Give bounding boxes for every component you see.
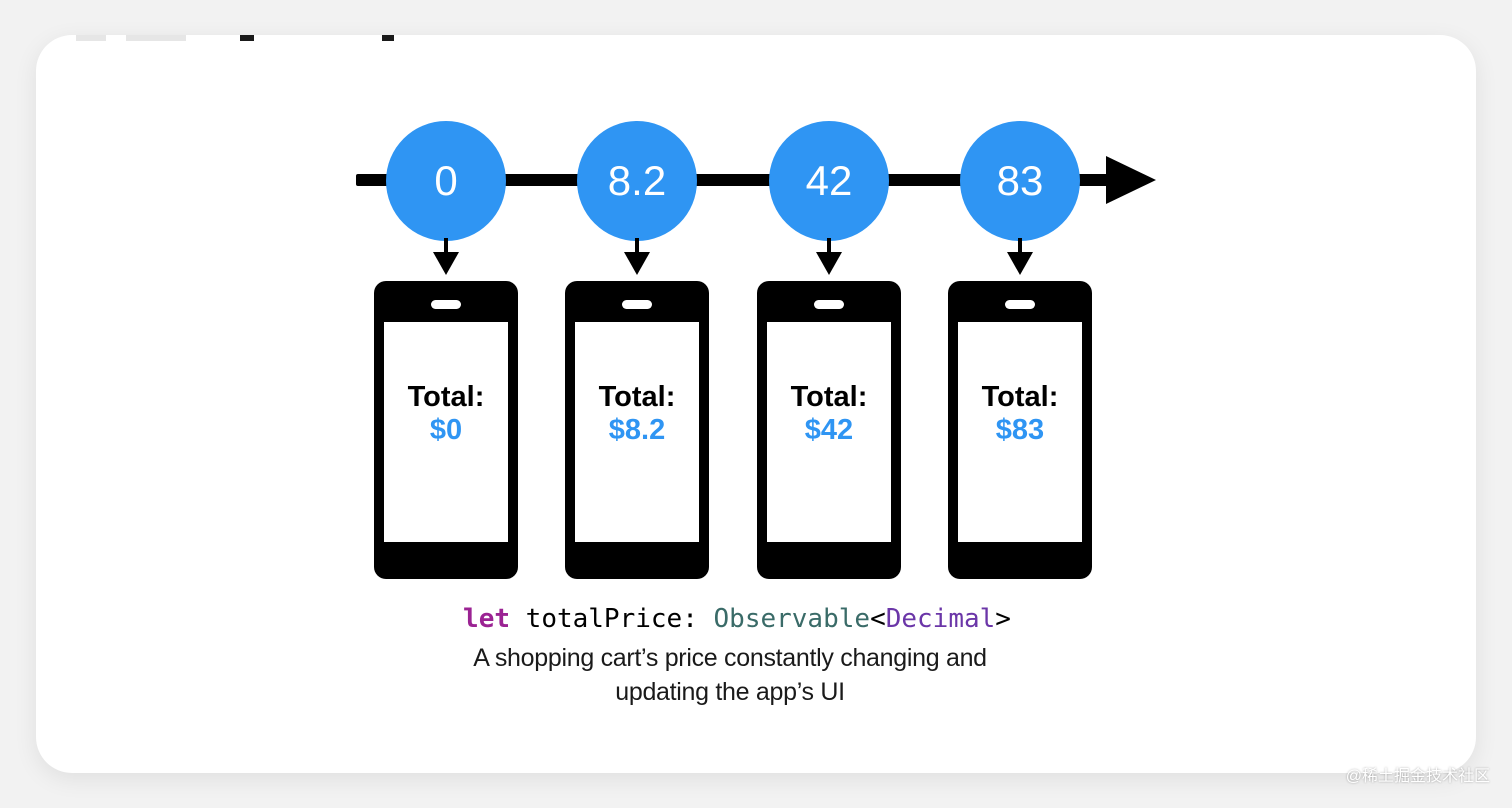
phone-speaker-icon (1005, 300, 1035, 309)
total-label: Total: (598, 381, 676, 413)
code-open-angle: < (870, 604, 886, 634)
down-arrowhead-icon (816, 252, 842, 275)
content-card (36, 35, 1476, 773)
down-arrow-icon (827, 238, 831, 258)
phone-4: Total: $83 (948, 281, 1092, 579)
code-keyword: let (463, 604, 511, 634)
caption-line-2: updating the app’s UI (615, 678, 845, 706)
total-value: $83 (995, 414, 1045, 446)
code-generic-type: Decimal (885, 604, 996, 634)
timeline-arrowhead-icon (1106, 156, 1156, 204)
down-arrowhead-icon (624, 252, 650, 275)
value-circle-label: 42 (805, 157, 853, 204)
phone-1: Total: $0 (374, 281, 518, 579)
value-circle-3: 42 (769, 121, 889, 241)
phone-speaker-icon (814, 300, 844, 309)
total-label: Total: (981, 381, 1059, 413)
value-circle-2: 8.2 (577, 121, 697, 241)
phone-speaker-icon (431, 300, 461, 309)
value-circle-label: 0 (434, 157, 458, 204)
total-label: Total: (407, 381, 485, 413)
down-arrowhead-icon (1007, 252, 1033, 275)
total-value: $42 (804, 414, 854, 446)
timeline-axis (356, 174, 1116, 186)
code-close-angle: > (995, 604, 1011, 634)
phone-2: Total: $8.2 (565, 281, 709, 579)
phone-screen: Total: $8.2 (575, 322, 699, 542)
down-arrow-icon (635, 238, 639, 258)
value-circle-label: 8.2 (607, 157, 667, 204)
phone-screen: Total: $42 (767, 322, 891, 542)
total-value: $0 (429, 414, 463, 446)
phone-3: Total: $42 (757, 281, 901, 579)
phone-screen: Total: $83 (958, 322, 1082, 542)
code-identifier: totalPrice: (510, 604, 714, 634)
total-label: Total: (790, 381, 868, 413)
code-declaration: let totalPrice: Observable<Decimal> (0, 604, 1474, 634)
value-circle-4: 83 (960, 121, 1080, 241)
down-arrowhead-icon (433, 252, 459, 275)
down-arrow-icon (444, 238, 448, 258)
cropped-text-fragments (36, 35, 1476, 43)
value-circle-1: 0 (386, 121, 506, 241)
phone-screen: Total: $0 (384, 322, 508, 542)
caption-line-1: A shopping cart’s price constantly chang… (473, 644, 987, 672)
phone-speaker-icon (622, 300, 652, 309)
code-type-name: Observable (713, 604, 871, 634)
watermark: @稀土掘金技术社区 (1345, 768, 1490, 785)
value-circle-label: 83 (996, 157, 1044, 204)
down-arrow-icon (1018, 238, 1022, 258)
diagram-caption: A shopping cart’s price constantly chang… (0, 641, 1460, 709)
total-value: $8.2 (608, 414, 666, 446)
